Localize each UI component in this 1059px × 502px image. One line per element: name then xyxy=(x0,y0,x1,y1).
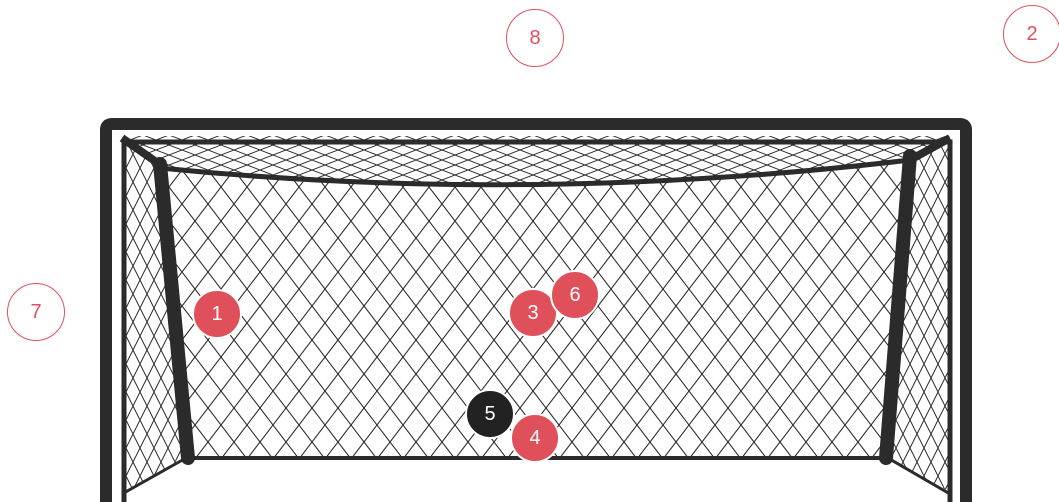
shot-marker-5[interactable]: 5 xyxy=(465,389,515,439)
shot-marker-1[interactable]: 1 xyxy=(192,289,242,339)
shot-marker-4[interactable]: 4 xyxy=(510,413,560,463)
shot-marker-6[interactable]: 6 xyxy=(550,270,600,320)
shot-marker-7[interactable]: 7 xyxy=(7,283,65,341)
shot-marker-8[interactable]: 8 xyxy=(506,9,564,67)
shot-marker-2[interactable]: 2 xyxy=(1003,5,1059,63)
